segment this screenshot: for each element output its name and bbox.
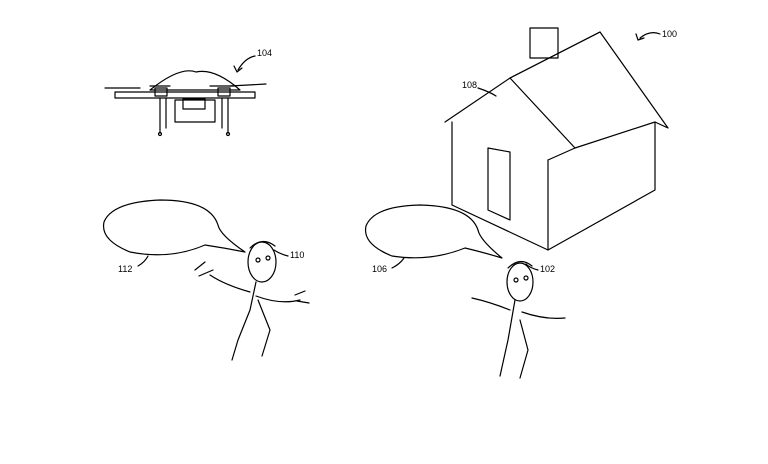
ref-label-110: 110 bbox=[290, 250, 305, 260]
ref-label-108: 108 bbox=[462, 80, 478, 90]
leader-108 bbox=[477, 87, 497, 97]
speech-bubble-106 bbox=[364, 204, 503, 259]
arrow-104 bbox=[233, 55, 256, 73]
ref-label-102: 102 bbox=[540, 264, 556, 274]
leader-110 bbox=[273, 249, 289, 257]
house bbox=[444, 27, 669, 251]
person-102 bbox=[471, 260, 566, 379]
leader-102 bbox=[525, 263, 539, 271]
person-110 bbox=[194, 240, 310, 361]
arrow-100 bbox=[635, 32, 661, 41]
drone bbox=[104, 70, 267, 137]
leader-106 bbox=[391, 257, 405, 269]
ref-label-104: 104 bbox=[257, 48, 273, 58]
ref-label-100: 100 bbox=[662, 29, 678, 39]
ref-label-112: 112 bbox=[118, 264, 133, 274]
leader-112 bbox=[137, 255, 149, 267]
ref-label-106: 106 bbox=[372, 264, 388, 274]
speech-bubble-112 bbox=[102, 199, 246, 256]
